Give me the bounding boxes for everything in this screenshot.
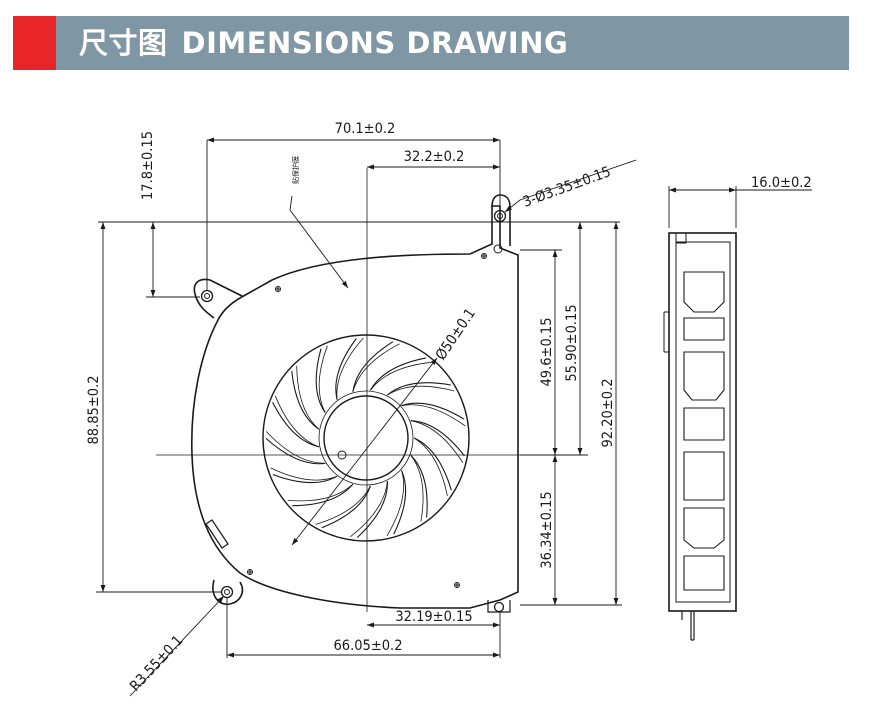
dim-upper-a: 49.6±0.15 — [539, 317, 555, 386]
dim-mount-holes: 3-Ø3.35±0.15 — [521, 164, 613, 211]
title-cn: 尺寸图 — [79, 26, 168, 60]
screw-marks — [247, 244, 503, 588]
impeller-blade — [387, 382, 451, 396]
mount-hole-left — [200, 289, 214, 303]
label-note: 贴保护膜 — [291, 156, 300, 184]
dim-hole-offset-bottom: 32.19±0.15 — [395, 609, 472, 625]
impeller-blade — [272, 402, 319, 448]
impeller-blade — [369, 357, 427, 391]
dim-hole-offset-top: 32.2±0.2 — [404, 149, 465, 165]
impeller-blade — [413, 437, 452, 491]
dim-width-top: 70.1±0.2 — [335, 121, 396, 137]
impeller-blade-edge — [274, 395, 319, 448]
impeller-blade — [292, 483, 354, 507]
section-header: 尺寸图 DIMENSIONS DRAWING — [13, 16, 849, 70]
dim-impeller-diameter: Ø50±0.1 — [433, 306, 479, 363]
title-en: DIMENSIONS DRAWING — [181, 26, 569, 60]
header-accent-block — [13, 16, 56, 70]
impeller-blade-edge — [386, 470, 404, 537]
section-title: 尺寸图 DIMENSIONS DRAWING — [79, 16, 568, 70]
impeller-blade — [352, 341, 394, 392]
dim-lower: 36.34±0.15 — [539, 491, 555, 568]
impeller-blade-edge — [270, 467, 338, 481]
impeller-blade-edge — [352, 343, 400, 392]
impeller-blade-edge — [410, 455, 424, 522]
impeller-blade-edge — [296, 365, 320, 430]
side-view — [663, 186, 812, 641]
impeller-blade — [356, 480, 388, 539]
impeller-blade — [265, 437, 326, 465]
impeller-blade-edge — [410, 420, 464, 464]
fan-housing — [190, 194, 519, 613]
dimension-lines — [96, 137, 637, 697]
mount-hole-bottom-right — [493, 601, 505, 613]
impeller-blade — [321, 485, 371, 529]
impeller-blade-edge — [387, 385, 455, 396]
impeller-blades — [265, 337, 466, 539]
impeller-blade — [272, 473, 338, 484]
impeller-blade — [291, 370, 320, 430]
dim-width-bottom: 66.05±0.2 — [333, 638, 402, 654]
mount-hole-bottom — [220, 585, 234, 599]
dim-thickness: 16.0±0.2 — [751, 175, 812, 191]
dim-height-right: 92.20±0.2 — [600, 378, 616, 447]
mount-hole-top — [493, 209, 507, 223]
dim-upper-b: 55.90±0.15 — [564, 304, 580, 381]
impeller-blade-edge — [401, 404, 466, 427]
impeller-blade — [393, 470, 407, 535]
impeller — [262, 334, 470, 542]
impeller-blade — [401, 402, 465, 420]
impeller-blade — [410, 420, 465, 457]
dim-top-ear-height: 17.8±0.15 — [140, 131, 156, 200]
impeller-blade — [410, 454, 428, 518]
dim-height-left: 88.85±0.2 — [86, 375, 102, 444]
impeller-blade — [315, 348, 326, 414]
dim-ear-radius: R3.55±0.1 — [127, 633, 186, 695]
